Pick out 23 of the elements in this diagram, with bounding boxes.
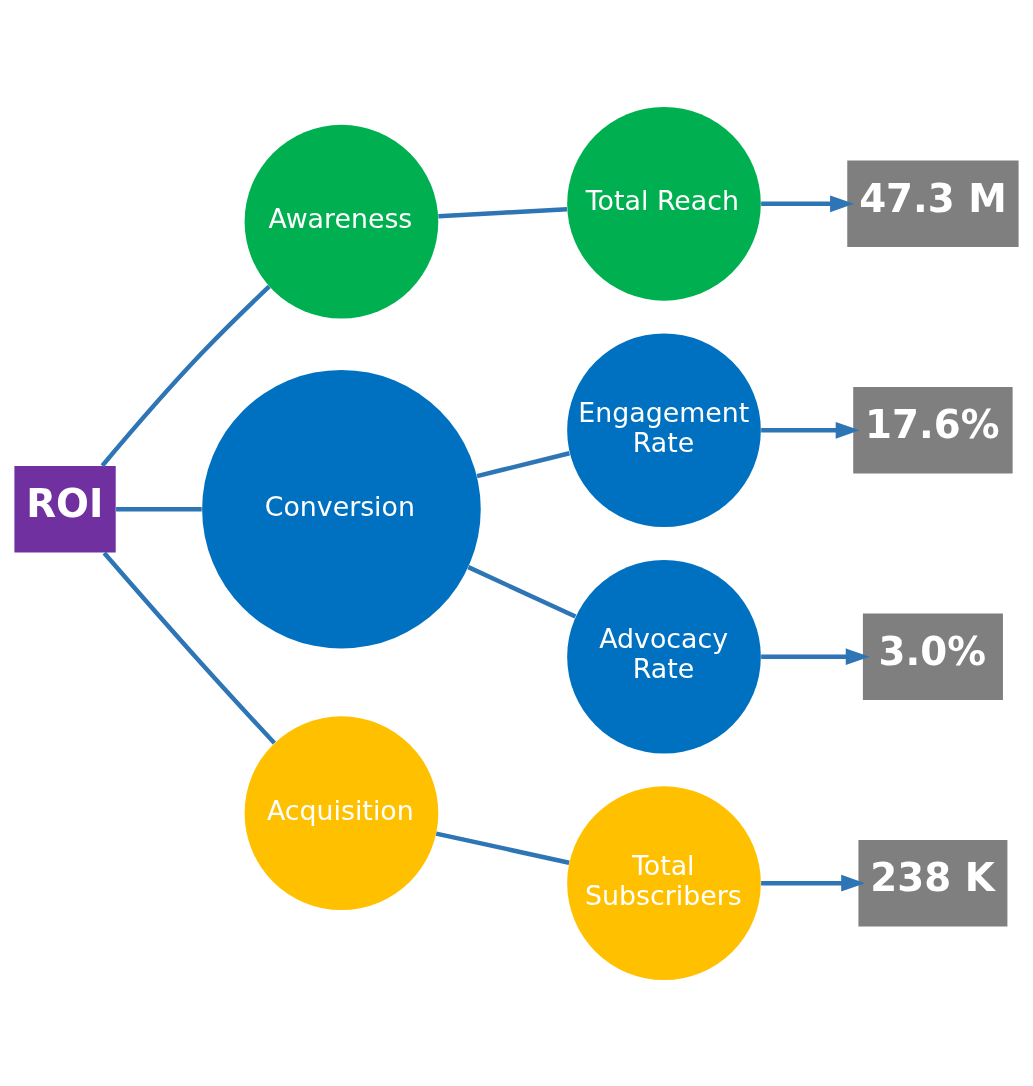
connector <box>476 450 570 478</box>
arrow <box>761 647 870 665</box>
node-box: 47.3 M <box>847 160 1019 247</box>
node-circle: Conversion <box>202 369 481 649</box>
node-circle: Acquisition <box>244 715 439 910</box>
node-circle: Advocacy Rate <box>567 559 761 754</box>
node-box: 3.0% <box>862 613 1003 700</box>
node-circle: Engagement Rate <box>567 332 761 527</box>
node-box: ROI <box>14 465 116 552</box>
connector <box>100 284 271 467</box>
connector <box>102 550 276 745</box>
arrow <box>761 194 854 212</box>
connector <box>435 830 570 865</box>
connector <box>116 506 202 511</box>
connector <box>438 206 568 219</box>
node-circle: Awareness <box>244 124 439 319</box>
arrow <box>761 874 866 892</box>
node-box: 17.6% <box>853 386 1013 473</box>
node-circle: Total Reach <box>567 106 761 301</box>
connector <box>467 564 577 619</box>
arrow <box>761 421 860 439</box>
node-box: 238 K <box>858 839 1008 926</box>
node-circle: Total Subscribers <box>567 785 761 980</box>
